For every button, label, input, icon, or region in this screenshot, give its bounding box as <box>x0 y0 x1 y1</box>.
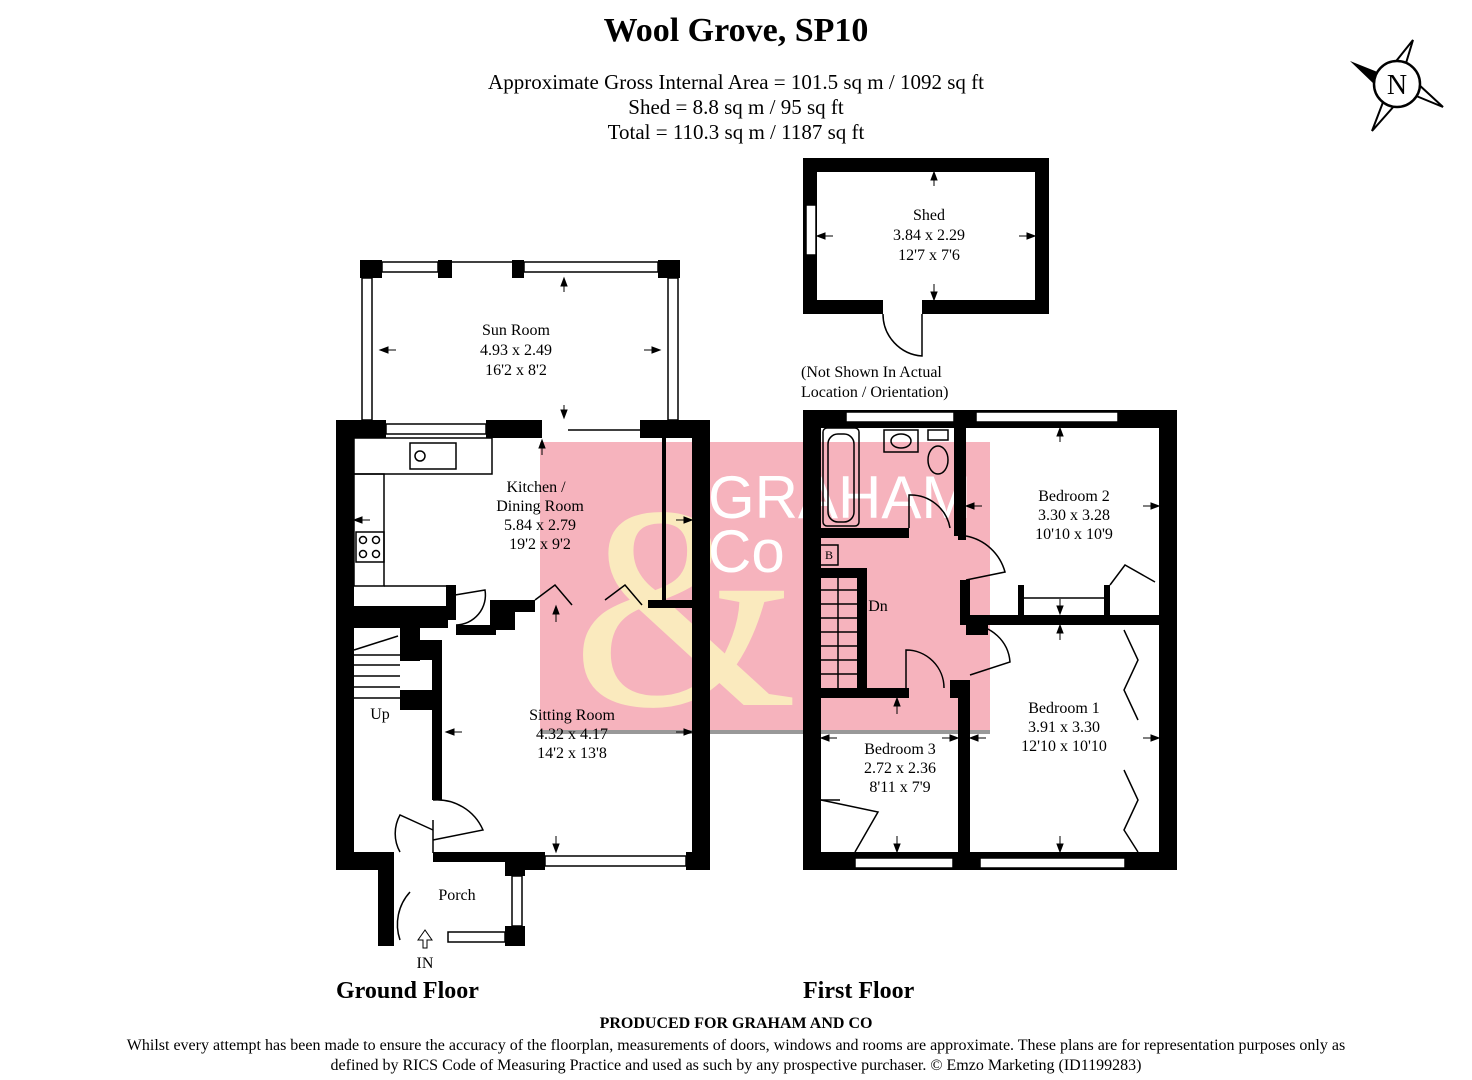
svg-text:10'10 x 10'9: 10'10 x 10'9 <box>1035 526 1113 543</box>
svg-text:2.72 x 2.36: 2.72 x 2.36 <box>864 760 936 777</box>
kitchen-label: Kitchen / Dining Room 5.84 x 2.79 19'2 x… <box>496 479 584 553</box>
entrance-label: IN <box>417 955 434 972</box>
bedroom-3-label: Bedroom 3 2.72 x 2.36 8'11 x 7'9 <box>864 741 936 796</box>
svg-text:12'7 x 7'6: 12'7 x 7'6 <box>898 247 960 264</box>
bedroom-1-label: Bedroom 1 3.91 x 3.30 12'10 x 10'10 <box>1021 700 1107 755</box>
svg-text:Dining Room: Dining Room <box>496 498 584 515</box>
produced-for: PRODUCED FOR GRAHAM AND CO <box>599 1015 873 1032</box>
shed-walls <box>803 158 1049 314</box>
shed-arrows <box>815 170 1037 302</box>
svg-text:Sitting Room: Sitting Room <box>529 707 615 724</box>
compass-icon: N <box>1350 39 1444 132</box>
svg-text:16'2 x 8'2: 16'2 x 8'2 <box>485 362 547 379</box>
watermark-line2: Co <box>708 518 785 585</box>
svg-text:Bedroom 2: Bedroom 2 <box>1038 488 1110 505</box>
svg-text:Bedroom 3: Bedroom 3 <box>864 741 936 758</box>
svg-text:4.93 x 2.49: 4.93 x 2.49 <box>480 342 552 359</box>
ground-floor-windows <box>361 261 687 943</box>
svg-text:14'2 x 13'8: 14'2 x 13'8 <box>537 745 607 762</box>
shed-fixtures <box>805 204 923 357</box>
porch-label: Porch <box>438 887 475 904</box>
ground-floor-label: Ground Floor <box>336 978 479 1004</box>
svg-text:(Not Shown In Actual: (Not Shown In Actual <box>801 364 942 381</box>
svg-text:4.32 x 4.17: 4.32 x 4.17 <box>536 726 608 743</box>
disclaimer-text: Whilst every attempt has been made to en… <box>126 1037 1346 1074</box>
stairs-up-label: Up <box>370 706 390 723</box>
shed-note: (Not Shown In Actual Location / Orientat… <box>801 364 949 401</box>
entrance-arrow-icon <box>417 929 433 949</box>
first-floor-windows <box>845 411 1126 869</box>
watermark-line1: GRAHAM <box>708 464 971 531</box>
compass-label: N <box>1387 70 1407 101</box>
svg-text:Kitchen /: Kitchen / <box>506 479 566 496</box>
bedroom-2-label: Bedroom 2 3.30 x 3.28 10'10 x 10'9 <box>1035 488 1113 543</box>
total-area-line: Total = 110.3 sq m / 1187 sq ft <box>607 120 865 144</box>
svg-text:Bedroom 1: Bedroom 1 <box>1028 700 1100 717</box>
watermark-logo: & GRAHAM Co <box>540 442 990 768</box>
first-floor-label: First Floor <box>803 978 915 1004</box>
first-floor-fixtures <box>819 427 1156 853</box>
svg-text:3.91 x 3.30: 3.91 x 3.30 <box>1028 719 1100 736</box>
svg-text:8'11 x 7'9: 8'11 x 7'9 <box>869 779 930 796</box>
ground-floor-arrows <box>352 276 694 948</box>
first-floor-arrows <box>819 426 1161 854</box>
svg-text:3.30 x 3.28: 3.30 x 3.28 <box>1038 507 1110 524</box>
shed-label: Shed 3.84 x 2.29 12'7 x 7'6 <box>893 207 965 264</box>
svg-text:Location / Orientation): Location / Orientation) <box>801 384 949 401</box>
svg-text:19'2 x 9'2: 19'2 x 9'2 <box>509 536 571 553</box>
sun-room-label: Sun Room 4.93 x 2.49 16'2 x 8'2 <box>480 322 552 379</box>
ground-floor-fixtures <box>353 261 643 941</box>
svg-text:12'10 x 10'10: 12'10 x 10'10 <box>1021 738 1107 755</box>
svg-text:5.84 x 2.79: 5.84 x 2.79 <box>504 517 576 534</box>
stairs-down-label: Dn <box>868 598 888 615</box>
ground-floor-walls <box>336 260 710 946</box>
plan-title: Wool Grove, SP10 <box>603 12 869 49</box>
boiler-label: B <box>825 548 833 562</box>
sitting-room-label: Sitting Room 4.32 x 4.17 14'2 x 13'8 <box>529 707 615 762</box>
area-summary: Approximate Gross Internal Area = 101.5 … <box>0 70 1472 145</box>
gross-area-line: Approximate Gross Internal Area = 101.5 … <box>488 70 984 94</box>
svg-text:Sun Room: Sun Room <box>482 322 551 339</box>
shed-area-line: Shed = 8.8 sq m / 95 sq ft <box>628 95 844 119</box>
svg-text:Shed: Shed <box>913 207 945 224</box>
svg-text:3.84 x 2.29: 3.84 x 2.29 <box>893 227 965 244</box>
